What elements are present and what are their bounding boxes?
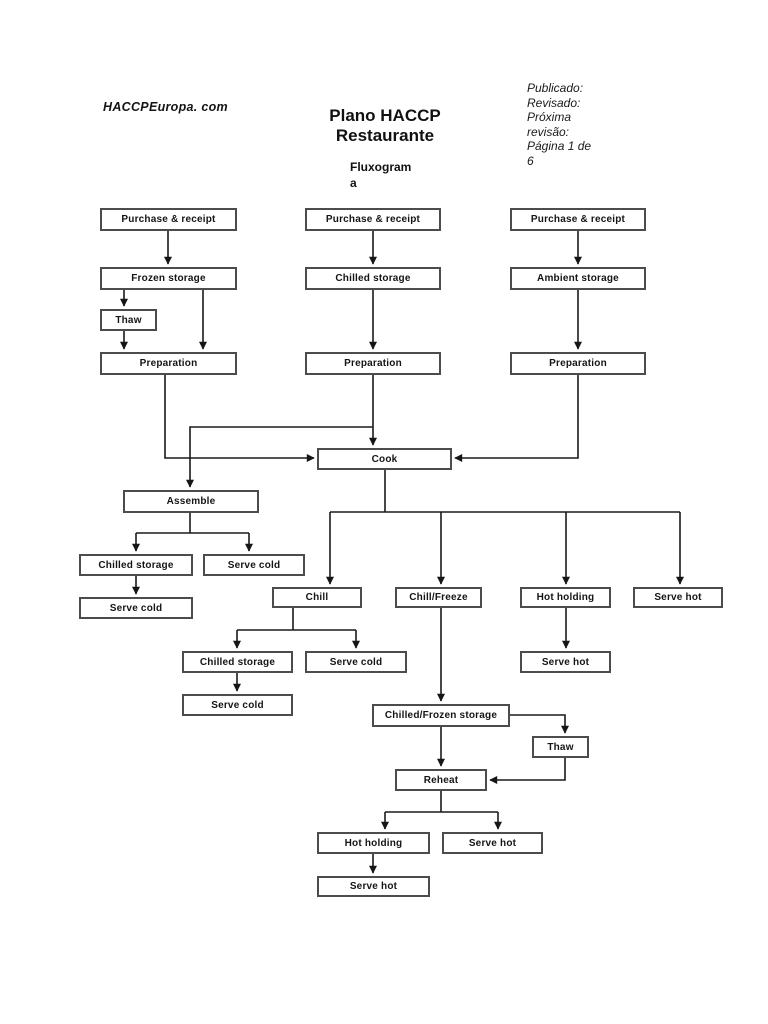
page-subtitle-line2: a <box>350 175 357 190</box>
flow-node-thaw-bottom: Thaw <box>532 736 589 758</box>
flow-node-ambient-storage: Ambient storage <box>510 267 646 290</box>
flow-node-frozen-storage: Frozen storage <box>100 267 237 290</box>
site-name: HACCPEuropa. com <box>103 100 228 114</box>
flow-node-serve-hot-bottom-right: Serve hot <box>442 832 543 854</box>
meta-line-revisao: revisão: <box>527 124 570 139</box>
flow-node-reheat: Reheat <box>395 769 487 791</box>
meta-line-pagina-num: 6 <box>527 153 534 168</box>
flow-node-chilled-storage-top: Chilled storage <box>305 267 441 290</box>
flow-node-serve-hot-mid: Serve hot <box>520 651 611 673</box>
flow-node-chill-freeze: Chill/Freeze <box>395 587 482 608</box>
page-subtitle: Fluxogram a <box>350 160 411 191</box>
flow-node-hot-holding-mid: Hot holding <box>520 587 611 608</box>
flow-node-chilled-storage-mid: Chilled storage <box>182 651 293 673</box>
flow-node-purchase-left: Purchase & receipt <box>100 208 237 231</box>
flow-node-thaw-top: Thaw <box>100 309 157 331</box>
flow-node-serve-hot-right: Serve hot <box>633 587 723 608</box>
meta-line-pagina: Página 1 de <box>527 139 592 154</box>
flow-node-prep-right: Preparation <box>510 352 646 375</box>
meta-line-proxima: Próxima <box>527 110 572 125</box>
flow-node-hot-holding-bottom: Hot holding <box>317 832 430 854</box>
meta-line-publicado: Publicado: <box>527 81 584 95</box>
flow-node-chilled-frozen-storage: Chilled/Frozen storage <box>372 704 510 727</box>
flow-node-chill: Chill <box>272 587 362 608</box>
flow-node-purchase-right: Purchase & receipt <box>510 208 646 231</box>
flow-node-serve-cold-left-top: Serve cold <box>203 554 305 576</box>
revision-meta: Publicado: Revisado: Próxima revisão: Pá… <box>527 81 591 169</box>
flow-node-serve-hot-bottom: Serve hot <box>317 876 430 897</box>
flow-node-assemble: Assemble <box>123 490 259 513</box>
page-title-line2: Restaurante <box>335 126 435 145</box>
flow-node-prep-left: Preparation <box>100 352 237 375</box>
flow-node-purchase-mid: Purchase & receipt <box>305 208 441 231</box>
flow-node-chilled-storage-left: Chilled storage <box>79 554 193 576</box>
flow-node-cook: Cook <box>317 448 452 470</box>
meta-line-revisado: Revisado: <box>527 95 581 110</box>
flow-node-serve-cold-left-bottom: Serve cold <box>79 597 193 619</box>
page-title-line1: Plano HACCP <box>329 106 441 125</box>
flow-node-prep-mid: Preparation <box>305 352 441 375</box>
page-title: Plano HACCP Restaurante <box>290 106 480 146</box>
flow-node-serve-cold-mid: Serve cold <box>305 651 407 673</box>
flow-node-serve-cold-bottom: Serve cold <box>182 694 293 716</box>
page-subtitle-line1: Fluxogram <box>350 160 412 174</box>
